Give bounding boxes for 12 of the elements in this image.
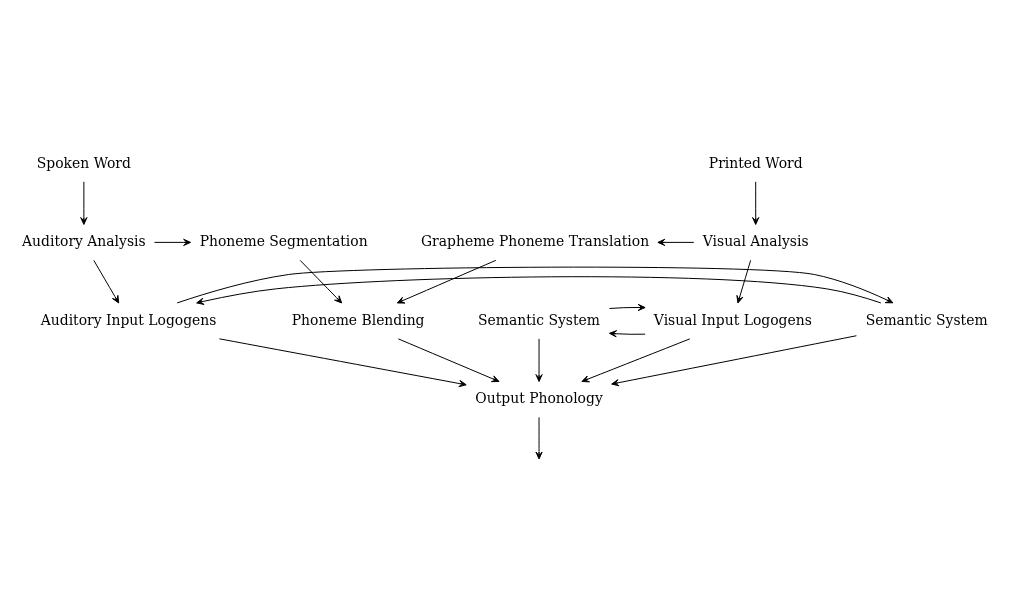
node-text: Spoken Word xyxy=(36,154,131,171)
node-text: Visual Input Logogens xyxy=(653,311,812,328)
node-text: Output Phonology xyxy=(475,389,603,406)
node-text: Printed Word xyxy=(708,154,803,171)
node-text: Semantic System xyxy=(478,311,601,328)
node-text: Semantic System xyxy=(865,311,988,328)
node-text: Phoneme Blending xyxy=(291,311,425,328)
node-text: Auditory Analysis xyxy=(22,232,146,249)
node-text: Phoneme Segmentation xyxy=(199,232,368,249)
node-text: Grapheme Phoneme Translation xyxy=(421,232,650,249)
node-text: Visual Analysis xyxy=(702,232,809,249)
node-text: Auditory Input Logogens xyxy=(40,311,217,328)
